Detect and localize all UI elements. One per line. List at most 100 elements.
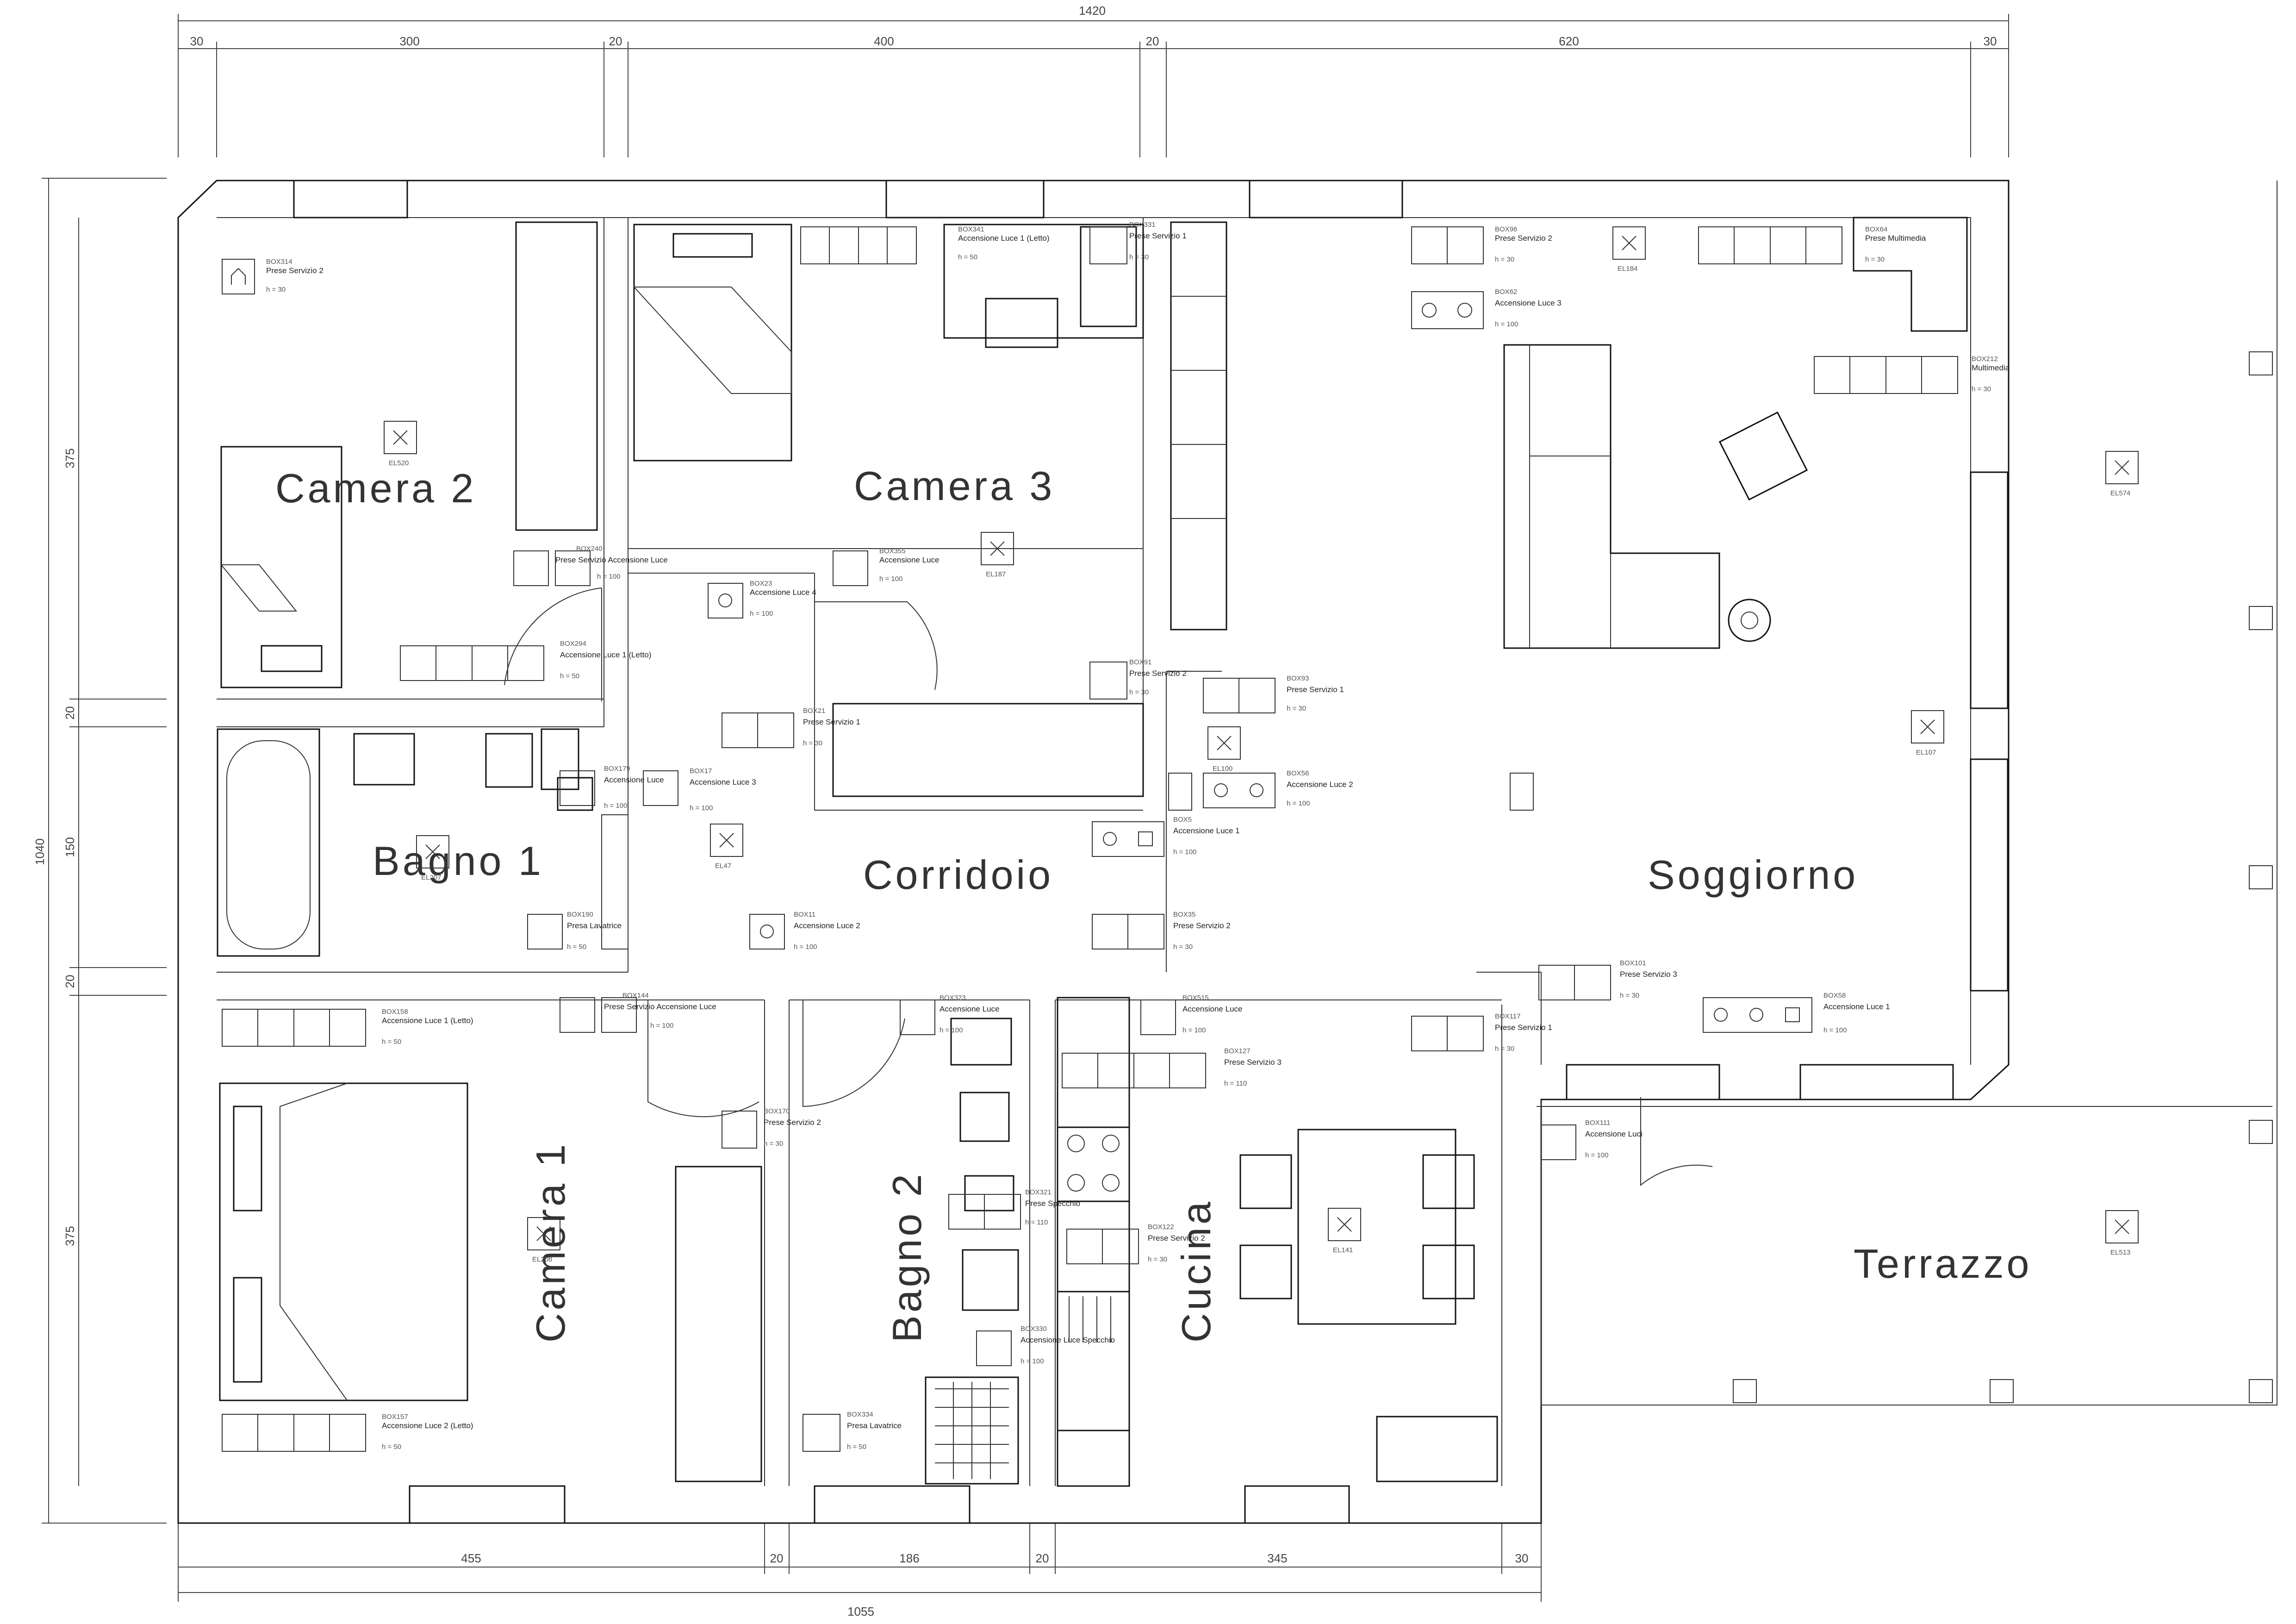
box-id: BOX11 xyxy=(794,911,815,918)
dim-left-0: 375 xyxy=(63,448,77,468)
box-height: h = 100 xyxy=(794,943,817,951)
box-id: BOX355 xyxy=(879,547,906,555)
light-icon: EL187 xyxy=(981,532,1014,578)
box-height: h = 50 xyxy=(382,1443,401,1451)
dim-top-1: 300 xyxy=(399,34,419,48)
box-label: Prese Servizio 1 xyxy=(803,718,860,726)
box-height: h = 50 xyxy=(567,943,586,951)
box-label: Accensione Luce 1 (Letto) xyxy=(560,650,652,659)
outlet-box: BOX212 Multimedia h = 30 xyxy=(1814,355,2010,394)
box-height: h = 100 xyxy=(1287,800,1310,807)
furniture xyxy=(217,217,1968,1487)
box-height: h = 110 xyxy=(1224,1080,1247,1087)
room-cucina: Cucina xyxy=(1173,1199,1219,1343)
light-points: EL520 EL187 EL184 EL574 EL47 EL100 EL107 xyxy=(384,226,2139,1263)
box-label: Prese Servizio 2 xyxy=(1148,1234,1205,1243)
light-code: EL100 xyxy=(1213,765,1232,773)
box-height: h = 30 xyxy=(1287,705,1306,712)
box-height: h = 30 xyxy=(1620,992,1639,999)
outlet-box: BOX58 Accensione Luce 1 h = 100 xyxy=(1703,992,1890,1034)
box-id: BOX334 xyxy=(847,1411,873,1418)
dim-left-4: 375 xyxy=(63,1226,77,1246)
box-id: BOX58 xyxy=(1823,992,1846,999)
box-label: Presa Lavatrice xyxy=(847,1421,902,1430)
dim-bottom-3: 20 xyxy=(1036,1551,1049,1565)
box-label: Prese Servizio 2 xyxy=(1495,234,1552,243)
box-height: h = 50 xyxy=(847,1443,866,1451)
box-id: BOX127 xyxy=(1224,1047,1251,1055)
light-icon: EL107 xyxy=(1911,710,1944,756)
box-label: Accensione Luci xyxy=(1585,1130,1643,1138)
light-code: EL207 xyxy=(421,874,441,881)
outlet-box: BOX11 Accensione Luce 2 h = 100 xyxy=(749,911,860,951)
box-label: Accensione Luce 2 xyxy=(794,921,860,930)
box-height: h = 30 xyxy=(1148,1255,1167,1263)
box-id: BOX21 xyxy=(803,707,825,715)
box-id: BOX321 xyxy=(1025,1188,1052,1196)
box-height: h = 100 xyxy=(879,575,902,583)
outlet-box: BOX17 Accensione Luce 3 h = 100 xyxy=(643,767,756,812)
box-label: Accensione Luce 3 xyxy=(690,778,756,787)
box-label: Accensione Luce 3 xyxy=(1495,299,1562,307)
outlet-box: BOX170 Prese Servizio 2 h = 30 xyxy=(722,1107,821,1149)
outlet-box: BOX93 Prese Servizio 1 h = 30 xyxy=(1203,675,1344,713)
light-icon: EL207 xyxy=(416,835,449,881)
light-code: EL574 xyxy=(2110,489,2130,497)
walls xyxy=(177,180,2277,1524)
box-id: BOX157 xyxy=(382,1413,408,1421)
box-label: Prese Multimedia xyxy=(1865,234,1926,243)
box-id: BOX56 xyxy=(1287,769,1309,777)
outlet-box: BOX190 Presa Lavatrice h = 50 xyxy=(527,911,622,951)
box-id: BOX93 xyxy=(1287,675,1309,682)
box-id: BOX144 xyxy=(622,992,649,999)
room-soggiorno: Soggiorno xyxy=(1648,852,1858,898)
dim-bottom-4: 345 xyxy=(1267,1551,1287,1565)
outlet-box: BOX179 Accensione Luce h = 100 xyxy=(560,765,664,810)
box-id: BOX240 xyxy=(576,545,603,553)
box-id: BOX17 xyxy=(690,767,712,775)
dim-top-2: 20 xyxy=(609,34,622,48)
dim-top-0: 30 xyxy=(190,34,204,48)
box-height: h = 100 xyxy=(940,1026,963,1034)
room-camera-2: Camera 2 xyxy=(275,465,476,511)
box-id: BOX96 xyxy=(1495,225,1517,233)
outlet-box: BOX62 Accensione Luce 3 h = 100 xyxy=(1411,288,1562,329)
box-id: BOX117 xyxy=(1495,1012,1521,1020)
outlet-box: BOX158 Accensione Luce 1 (Letto) h = 50 xyxy=(222,1008,473,1047)
box-label: Accensione Luce 4 xyxy=(750,588,816,597)
light-icon: EL520 xyxy=(384,421,417,467)
dim-left-2: 150 xyxy=(63,837,77,857)
outlet-box: BOX331 Prese Servizio 1 h = 30 xyxy=(1089,221,1187,264)
light-icon: EL184 xyxy=(1612,226,1646,273)
light-icon: EL574 xyxy=(2105,451,2139,497)
box-label: Prese Servizio 1 xyxy=(1495,1023,1552,1032)
dim-top-3: 400 xyxy=(874,34,894,48)
outlet-boxes: BOX314 Prese Servizio 2 h = 30 BOX341 Ac… xyxy=(222,221,2010,1452)
box-id: BOX111 xyxy=(1585,1119,1610,1127)
box-id: BOX515 xyxy=(1182,994,1209,1002)
outlet-box: BOX111 Accensione Luci h = 100 xyxy=(1541,1119,1643,1160)
box-id: BOX170 xyxy=(764,1107,790,1115)
outlet-box: BOX330 Accensione Luce Specchio h = 100 xyxy=(976,1325,1115,1366)
box-height: h = 100 xyxy=(597,573,620,581)
box-id: BOX331 xyxy=(1129,221,1156,229)
outlet-box: BOX157 Accensione Luce 2 (Letto) h = 50 xyxy=(222,1413,473,1452)
box-label: Prese Servizio 2 xyxy=(266,266,324,275)
dim-left-1: 20 xyxy=(63,706,77,720)
dim-top-5: 620 xyxy=(1559,34,1579,48)
room-corridoio: Corridoio xyxy=(863,852,1053,898)
box-height: h = 30 xyxy=(266,286,286,294)
dim-top-total: 1420 xyxy=(1079,4,1106,18)
box-id: BOX330 xyxy=(1020,1325,1047,1333)
box-height: h = 100 xyxy=(1173,848,1196,856)
dim-bottom-0: 455 xyxy=(461,1551,481,1565)
light-icon: EL208 xyxy=(527,1217,560,1263)
dim-bottom-2: 186 xyxy=(899,1551,919,1565)
outlet-box: BOX23 Accensione Luce 4 h = 100 xyxy=(708,580,816,618)
box-label: Prese Servizio 3 xyxy=(1224,1058,1282,1067)
box-label: Prese Servizio 2 xyxy=(1129,669,1187,678)
box-label: Accensione Luce xyxy=(940,1005,999,1013)
box-id: BOX294 xyxy=(560,640,586,648)
outlet-box: BOX341 Accensione Luce 1 (Letto) h = 50 xyxy=(800,225,1050,264)
